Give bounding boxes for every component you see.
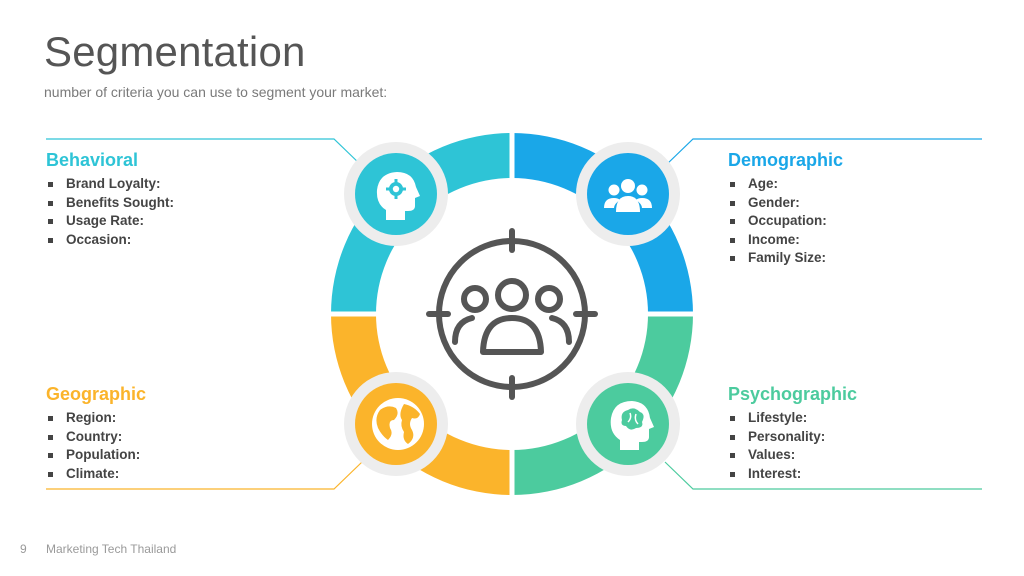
list-item: Interest: [728,465,928,484]
behavioral-connector [46,138,363,167]
list-item: Income: [728,231,928,250]
ring-segment-geographic [331,314,512,495]
list-item: Brand Loyalty: [46,175,246,194]
page-number: 9 [20,542,27,556]
list-item: Benefits Sought: [46,194,246,213]
list-item: Occasion: [46,231,246,250]
head-brain-icon [610,401,654,450]
page-subtitle: number of criteria you can use to segmen… [44,84,388,100]
demographic-block: Demographic Age: Gender: Occupation: Inc… [728,150,928,268]
list-item: Family Size: [728,249,928,268]
list-item: Lifestyle: [728,409,928,428]
list-item: Country: [46,428,246,447]
people-group-icon [604,179,652,212]
psychographic-list: Lifestyle: Personality: Values: Interest… [728,409,928,483]
ring-segment-behavioral [331,133,512,314]
ring-segment-psychographic [512,314,693,495]
list-item: Usage Rate: [46,212,246,231]
demographic-list: Age: Gender: Occupation: Income: Family … [728,175,928,268]
target-audience-icon [426,228,598,400]
psychographic-connector [664,461,982,490]
footer-text: Marketing Tech Thailand [46,542,177,556]
list-item: Occupation: [728,212,928,231]
psychographic-heading: Psychographic [728,384,858,404]
geographic-heading: Geographic [46,384,147,404]
list-item: Population: [46,446,246,465]
geographic-list: Region: Country: Population: Climate: [46,409,246,483]
list-item: Gender: [728,194,928,213]
list-item: Values: [728,446,928,465]
geographic-block: Geographic Region: Country: Population: … [46,384,246,483]
list-item: Region: [46,409,246,428]
behavioral-heading: Behavioral [46,150,139,170]
globe-icon [372,398,424,450]
head-gear-icon [376,172,420,220]
list-item: Personality: [728,428,928,447]
behavioral-block: Behavioral Brand Loyalty: Benefits Sough… [46,150,246,249]
demographic-heading: Demographic [728,150,844,170]
demographic-connector [664,138,982,167]
list-item: Climate: [46,465,246,484]
page-title: Segmentation [44,28,306,75]
list-item: Age: [728,175,928,194]
geographic-connector [46,461,363,490]
behavioral-list: Brand Loyalty: Benefits Sought: Usage Ra… [46,175,246,249]
psychographic-block: Psychographic Lifestyle: Personality: Va… [728,384,928,483]
ring-segment-demographic [512,133,693,314]
